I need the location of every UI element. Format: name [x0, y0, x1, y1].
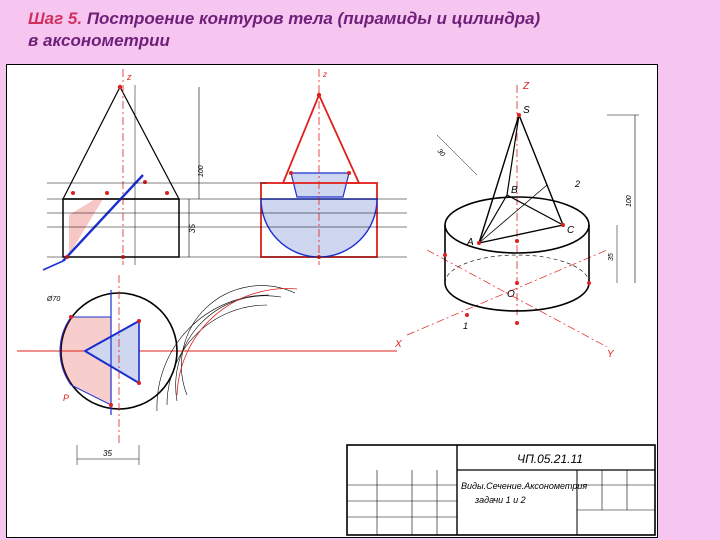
title-line-2: в аксонометрии [28, 31, 170, 50]
side-pyramid-outline [281, 92, 361, 184]
iso-y-label: Y [607, 349, 615, 360]
stamp-code: ЧП.05.21.11 [517, 452, 583, 466]
drawing-sheet: 100 35 z z P [6, 64, 658, 538]
front-dim-100: 100 [198, 165, 205, 177]
front-view: 100 35 z [42, 69, 205, 271]
transfer-arcs-red [176, 288, 298, 396]
iso-axis-x [406, 249, 608, 336]
iso-bottom-ellipse-back [444, 254, 590, 284]
step-label: Шаг 5. [28, 9, 83, 28]
iso-2-label: 2 [574, 179, 580, 189]
iso-axis-y [426, 249, 608, 348]
iso-x-label: X [394, 339, 402, 350]
iso-a-label: A [466, 237, 474, 248]
stamp-title-line-2: задачи 1 и 2 [474, 495, 526, 505]
iso-bottom-ellipse-front [444, 282, 590, 312]
slide-title: Шаг 5. Построение контуров тела (пирамид… [28, 8, 540, 52]
top-dim-r70: Ø70 [46, 296, 60, 303]
stamp-title-line-1: Виды.Сечение.Аксонометрия [461, 481, 587, 491]
top-p-label: P [63, 393, 69, 403]
axonometric-view: 100 35 30 Z S A B C O 1 2 X Y [394, 81, 639, 360]
iso-c-label: C [567, 225, 575, 236]
transfer-arcs [156, 285, 296, 412]
front-pyramid-outline [62, 85, 180, 200]
top-hatch [59, 316, 112, 406]
side-view: z [260, 69, 378, 265]
iso-1-label: 1 [463, 321, 468, 331]
title-block: ЧП.05.21.11 Виды.Сечение.Аксонометрия за… [346, 444, 656, 536]
iso-dim-35: 35 [608, 253, 615, 261]
top-dim-35: 35 [103, 449, 112, 458]
side-z-label: z [322, 70, 327, 79]
technical-drawing: 100 35 z z P [17, 69, 656, 536]
iso-z-label: Z [522, 81, 530, 92]
iso-pyramid-front [477, 112, 564, 244]
iso-dim-30: 30 [435, 148, 445, 159]
front-cutting-plane-end [42, 260, 64, 271]
projection-lines [47, 182, 407, 258]
top-view: P Ø70 35 [46, 275, 178, 465]
iso-b-label: B [511, 185, 518, 196]
iso-dim-100: 100 [626, 195, 633, 207]
side-trapezoid [290, 172, 350, 198]
front-dim-35: 35 [188, 224, 197, 233]
title-line-1: Построение контуров тела (пирамиды и цил… [86, 9, 541, 28]
front-cutting-plane [62, 174, 144, 262]
iso-o-label: O [507, 289, 515, 300]
iso-s-label: S [523, 105, 530, 116]
front-z-label: z [126, 72, 132, 82]
